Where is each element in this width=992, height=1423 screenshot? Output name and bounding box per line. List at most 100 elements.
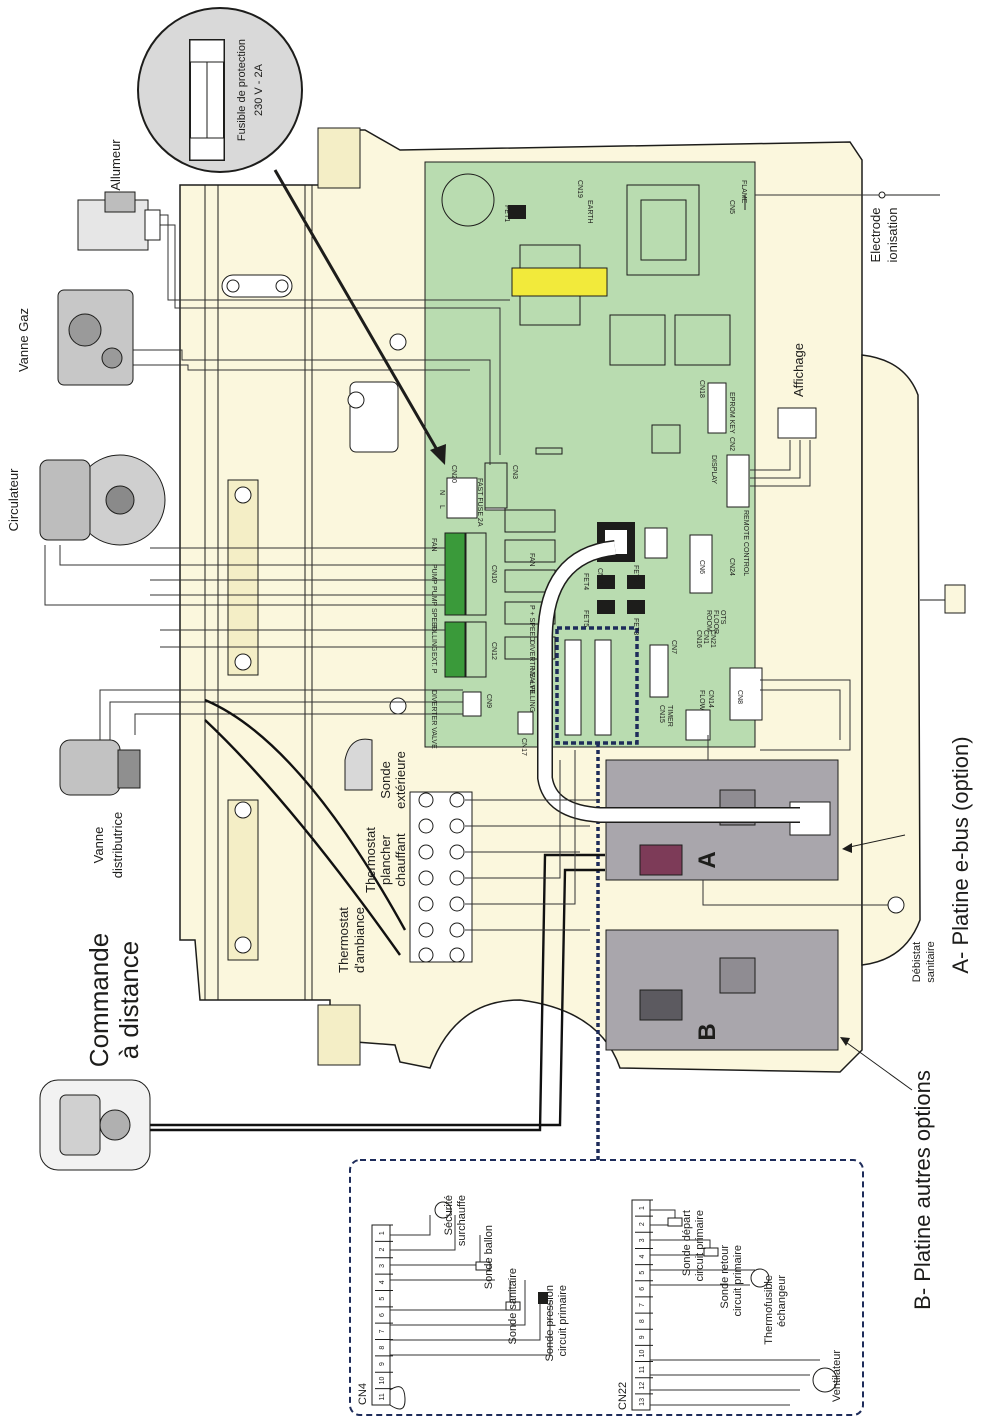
label-debistat-1: Débistat [911,942,923,982]
pcb-fet2: FET2 [632,565,639,582]
board-a-letter: A [694,851,721,868]
pcb-fet5: FET5 [582,610,589,627]
pcb-cn5: CN5 [728,200,735,214]
cn22-pin-1: 1 [639,1206,646,1210]
label-vanne-2: distributrice [110,812,125,878]
label-sonde-ext-1: Sonde [378,761,393,799]
pcb-timer: TIMER [666,705,673,727]
cn22-title: CN22 [617,1382,629,1410]
pcb-diverter-block: DIVERTR VALVE [528,640,535,694]
cn4-pin-11: 11 [379,1393,386,1400]
label-thermo-pl-1: Thermostat [363,827,378,893]
circulateur-component [39,454,166,546]
cn22-depart-1: Sonde départ [681,1210,693,1276]
pcb-fet1: FET1 [503,205,510,222]
pcb-fet4: FET4 [582,573,589,590]
label-sonde-ext-2: extérieure [393,751,408,809]
pcb-cn10-fan: FAN [430,538,437,552]
cn4-ballon: Sonde ballon [483,1225,495,1289]
pcb-flame: FLAME [740,180,747,204]
label-vanne-gaz: Vanne Gaz [16,308,31,372]
cn4-pin-1: 1 [379,1231,386,1235]
cn4-sanitaire: Sonde sanitaire [507,1268,519,1344]
cn4-pression-2: circuit primaire [557,1285,569,1357]
pcb-labels: FLAME CN5 EARTH CN19 FET1 EPROM KEY CN18… [430,180,749,756]
cn22-pin-3: 3 [639,1238,646,1242]
pcb-cn1: CN1 [702,630,709,644]
vanne-distributrice-component [59,739,141,796]
cn4-pin-8: 8 [379,1346,386,1350]
cn22-pin-4: 4 [639,1254,646,1258]
label-remote-2: à distance [114,941,144,1060]
pcb-cn15: CN15 [658,705,665,723]
cn4-pin-10: 10 [379,1376,386,1384]
cn22-pin-13: 13 [639,1398,646,1406]
allumeur-component [77,191,161,251]
room-terminal-block [409,791,473,963]
cn22-retour-2: circuit primaire [732,1245,744,1317]
fuse-magnifier: Fusible de protection 230 V - 2A [137,7,303,173]
pcb-earth: EARTH [586,200,593,224]
pcb-cn21: CN21 [709,630,716,648]
label-thermo-pl-3: chauffant [393,833,408,887]
cn22-pin-6: 6 [639,1287,646,1291]
cn2-option-connector [555,626,639,745]
pcb-cn9: CN9 [485,694,492,708]
pcb-cn14: CN14 [707,690,714,708]
cn4-title: CN4 [357,1383,369,1405]
label-remote-1: Commande [84,933,114,1067]
board-b-letter: B [694,1023,721,1040]
option-board-b: B [605,929,839,1051]
pcb-cn17: CN17 [520,738,527,756]
cn4-pin-7: 7 [379,1329,386,1333]
pcb-speed-block: P + SPEED [528,605,535,641]
pcb-filling-block: NE + FILLING [528,668,535,712]
wiring [44,169,913,1132]
pcb-cn7: CN7 [670,640,677,654]
pcb-cn12-filling: FILLING [430,625,437,651]
affichage-connector [777,407,817,439]
pcb-cn19: CN19 [576,180,583,198]
pcb-cn2: CN2 [728,437,735,451]
label-electrode-1: Electrode [868,208,883,263]
pcb-cn24: CN24 [728,558,735,576]
label-thermo-pl-2: plancher [378,834,393,885]
pcb-cn10-pump: PUMP [430,564,437,585]
cn22-pin-11: 11 [639,1366,646,1373]
pcb-cn12: CN12 [490,642,497,660]
pcb-cn10: CN10 [490,565,497,583]
cn4-pin-9: 9 [379,1362,386,1366]
label-thermo-amb-2: d'ambiance [352,907,367,973]
cn22-thermofusible-1: Thermofusible [763,1275,775,1345]
label-electrode-2: ionisation [885,208,900,263]
label-option-b: B- Platine autres options [910,1070,935,1310]
pcb-fast-fuse: FAST FUSE 2A [476,478,483,527]
fuse-label: Fusible de protection [236,39,248,141]
cn4-pin-3: 3 [379,1264,386,1268]
pcb-cn8: CN8 [736,690,743,704]
label-option-a: A- Platine e-bus (option) [948,736,973,973]
cn22-pin-8: 8 [639,1319,646,1323]
pcb-room: ROOM [705,610,712,632]
pcb-cn12-extp: EXT. P [430,652,437,674]
pcb-display: DISPLAY [710,455,717,484]
pcb-cn3: CN3 [511,465,518,479]
cn22-retour-1: Sonde retour [719,1245,731,1309]
pcb-fan-block: FAN [528,553,535,567]
pcb-cn18: CN18 [698,380,705,398]
label-affichage: Affichage [791,343,806,397]
pcb-cn11: CN11 [596,568,603,585]
pcb-cn10-speed: PUMP SPEED [430,586,437,632]
pcb-eprom: EPROM KEY [728,392,735,434]
label-vanne-1: Vanne [91,827,106,864]
pcb-remote-control: REMOTE CONTROL [742,510,749,576]
label-debistat-2: sanitaire [925,941,937,983]
label-circulateur: Circulateur [6,468,21,532]
cn22-pin-2: 2 [639,1222,646,1226]
cn4-pin-2: 2 [379,1247,386,1251]
